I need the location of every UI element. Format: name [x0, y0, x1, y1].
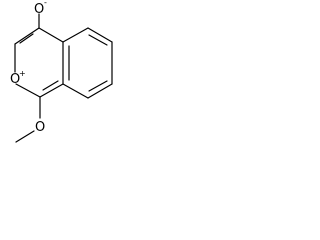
bond-o2-c1	[15, 83, 41, 98]
bond-c4a-c4	[38, 27, 64, 43]
bond-c5-c6	[87, 27, 113, 43]
bond-c8-c8a	[62, 83, 89, 99]
bond-c7-c8	[87, 83, 113, 99]
ring-oxygen-charge: +	[19, 69, 26, 78]
methoxy-oxygen-label: O	[35, 120, 45, 135]
bond-c4-c3	[14, 27, 40, 45]
bond-o-methyl	[15, 130, 35, 143]
ring-oxygen-label: O	[10, 72, 20, 87]
bond-c3-c3-double-inner	[19, 33, 34, 44]
bond-c4a-c5	[62, 27, 89, 43]
bond-c5-c6-double-inner	[88, 34, 108, 46]
bond-c1-c8a-double-inner	[42, 80, 59, 91]
top-oxygen-charge: -	[44, 0, 47, 7]
chemical-structure-diagram: O - O + O	[10, 0, 113, 143]
top-oxygen-label: O	[34, 2, 44, 17]
bond-c7-c8-double-inner	[88, 80, 108, 92]
bond-c1-c8a	[39, 83, 64, 98]
